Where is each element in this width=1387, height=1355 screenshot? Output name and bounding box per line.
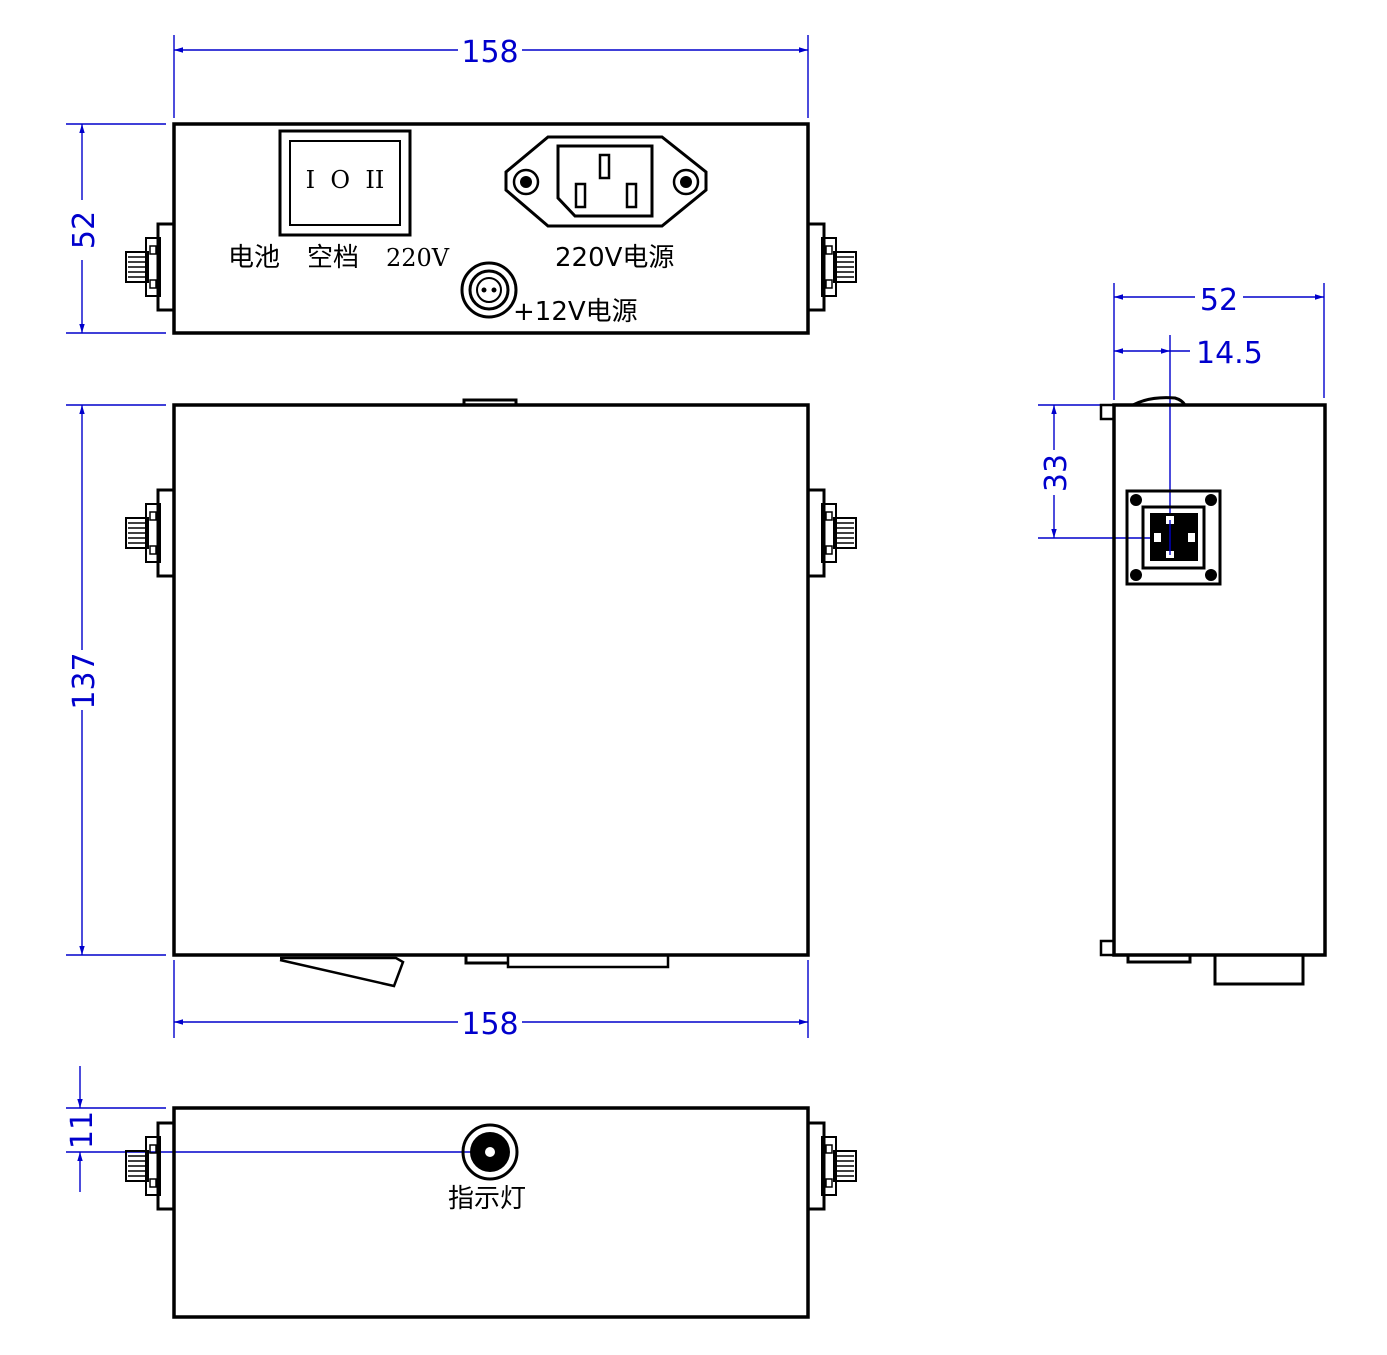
side-offset-label: 14.5 — [1196, 336, 1263, 371]
dc-jack-ring — [468, 269, 510, 311]
dc-jack-pin-2 — [491, 287, 497, 293]
switch-symbols: I O II — [306, 166, 385, 194]
side-tab-bottom — [1099, 939, 1116, 957]
label-220v-switch: 220V — [386, 244, 450, 272]
indicator-light-center — [485, 1147, 495, 1157]
inlet-pin-ground — [598, 153, 611, 180]
top-switch-protrusion — [279, 956, 405, 988]
dc-jack-pin-1 — [481, 287, 487, 293]
side-connector-key-right — [1188, 533, 1195, 542]
inlet-screw-right — [672, 168, 700, 196]
indicator-light-outer — [461, 1123, 519, 1181]
side-screw-tr — [1205, 494, 1217, 506]
side-connector-body — [1141, 505, 1206, 570]
side-screw-bl — [1130, 569, 1142, 581]
side-connector-key-left — [1154, 533, 1161, 542]
rear-left-connector — [124, 1121, 176, 1211]
switch-inner — [289, 140, 401, 226]
side-top-bump — [1132, 396, 1187, 407]
side-view: 52 14.5 33 — [1038, 283, 1327, 986]
rear-right-connector — [806, 1121, 858, 1211]
side-bottom-bump — [1126, 955, 1192, 964]
label-indicator: 指示灯 — [448, 1184, 526, 1214]
inlet-screw-left-center — [520, 176, 532, 188]
label-battery: 电池 — [228, 243, 280, 273]
top-width-label: 158 — [461, 1007, 518, 1042]
power-inlet-socket — [556, 144, 654, 218]
side-height-label: 33 — [1039, 454, 1074, 492]
switch-outer — [278, 129, 412, 237]
top-inlet-protrusion — [506, 953, 670, 969]
side-panel — [1112, 403, 1327, 957]
inlet-screw-left — [512, 168, 540, 196]
side-screw-br — [1205, 569, 1217, 581]
label-12v-power: +12V电源 — [513, 297, 638, 327]
rear-offset-label: 11 — [65, 1111, 100, 1149]
front-view: 158 52 I O II 电池 空档 220V 220V电源 — [66, 35, 858, 335]
top-right-connector — [806, 488, 858, 578]
top-left-connector — [124, 488, 176, 578]
power-inlet-flange — [504, 135, 708, 228]
inlet-pin-neutral — [625, 182, 638, 209]
side-tab-top — [1099, 403, 1116, 421]
side-width-label: 52 — [1200, 283, 1238, 318]
top-jack-protrusion — [464, 955, 508, 965]
front-height-label: 52 — [67, 211, 102, 249]
top-height-label: 137 — [67, 652, 102, 709]
top-view: 137 158 — [66, 398, 858, 1042]
front-right-connector — [806, 222, 858, 312]
inlet-screw-right-center — [680, 176, 692, 188]
top-panel — [172, 403, 810, 957]
inlet-pin-line — [574, 182, 587, 209]
dc-jack-outer — [460, 261, 518, 319]
rear-view: 11 指示灯 — [65, 1066, 858, 1319]
front-width-label: 158 — [461, 35, 518, 70]
label-220v-power: 220V电源 — [555, 243, 674, 273]
rear-panel — [172, 1106, 810, 1319]
dc-jack-inner — [476, 277, 502, 303]
side-inlet-protrusion — [1213, 953, 1305, 986]
label-neutral: 空档 — [307, 243, 359, 273]
top-jack-bump — [462, 398, 518, 405]
side-connector-flange — [1125, 489, 1222, 586]
front-left-connector — [124, 222, 176, 312]
side-screw-tl — [1130, 494, 1142, 506]
